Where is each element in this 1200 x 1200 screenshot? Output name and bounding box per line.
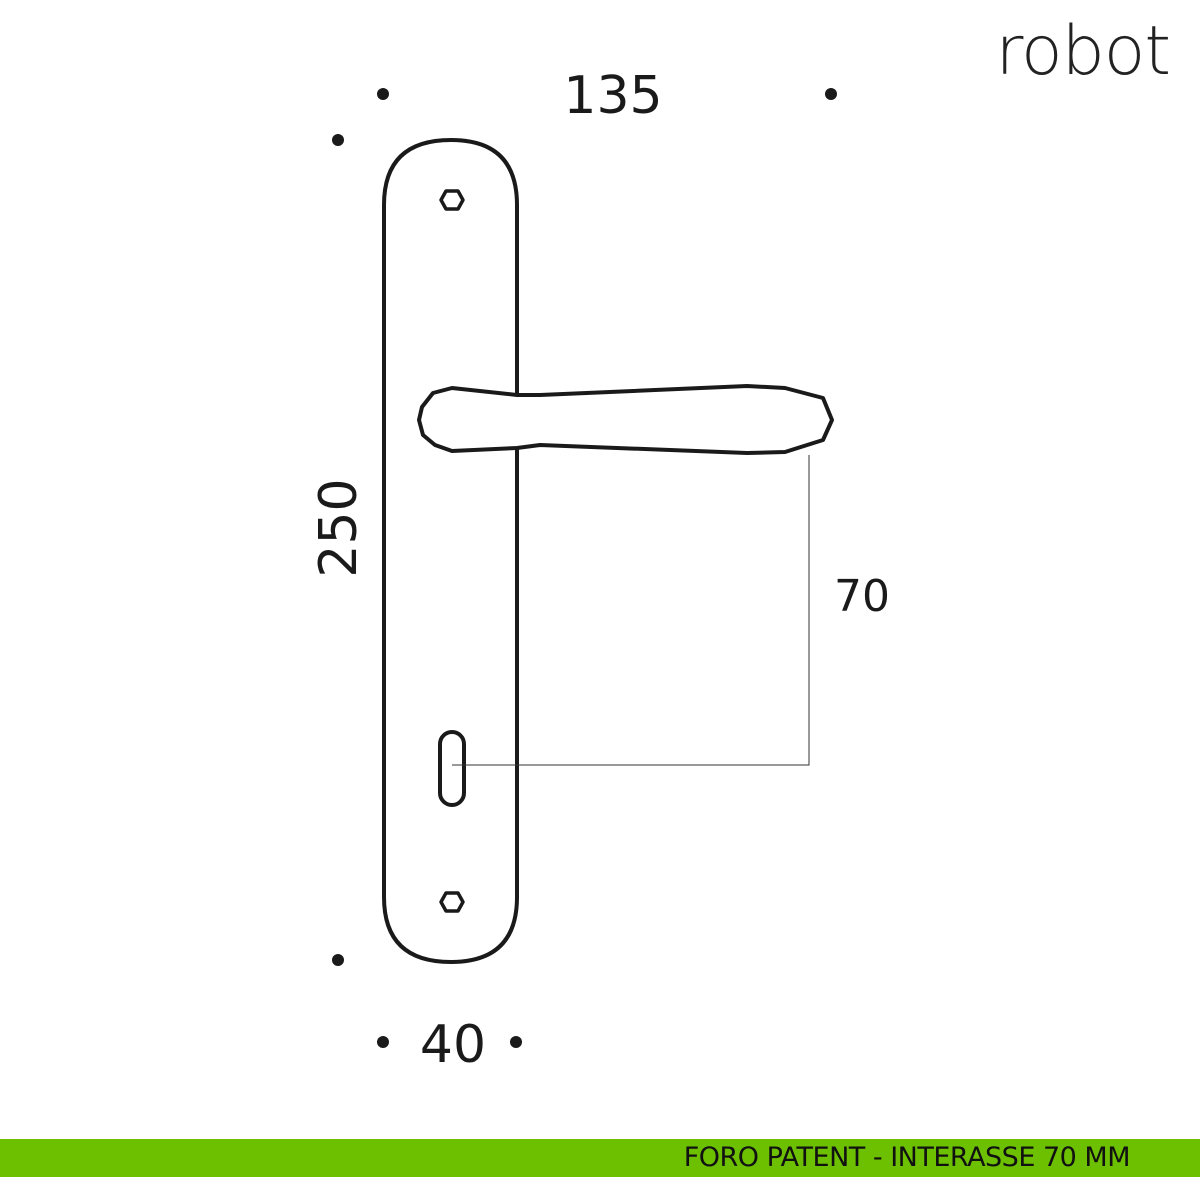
dimension-dots	[332, 88, 837, 1048]
keyhole-slot	[438, 730, 466, 807]
screw-hole-top	[439, 189, 465, 211]
lever-outline	[417, 384, 834, 455]
backplate-outline	[382, 138, 519, 964]
footer-caption: FORO PATENT - INTERASSE 70 MM	[683, 1142, 1131, 1173]
dimension-plate-height: 250	[309, 478, 369, 577]
dimension-center-distance: 70	[834, 571, 890, 622]
dimension-plate-width: 40	[420, 1015, 486, 1075]
dimension-overall-width: 135	[563, 66, 662, 126]
screw-hole-bottom	[439, 891, 465, 913]
dimension-line-70	[452, 455, 810, 766]
brand-logo: robot	[995, 12, 1171, 91]
footer-bar: FORO PATENT - INTERASSE 70 MM	[0, 1139, 1200, 1177]
